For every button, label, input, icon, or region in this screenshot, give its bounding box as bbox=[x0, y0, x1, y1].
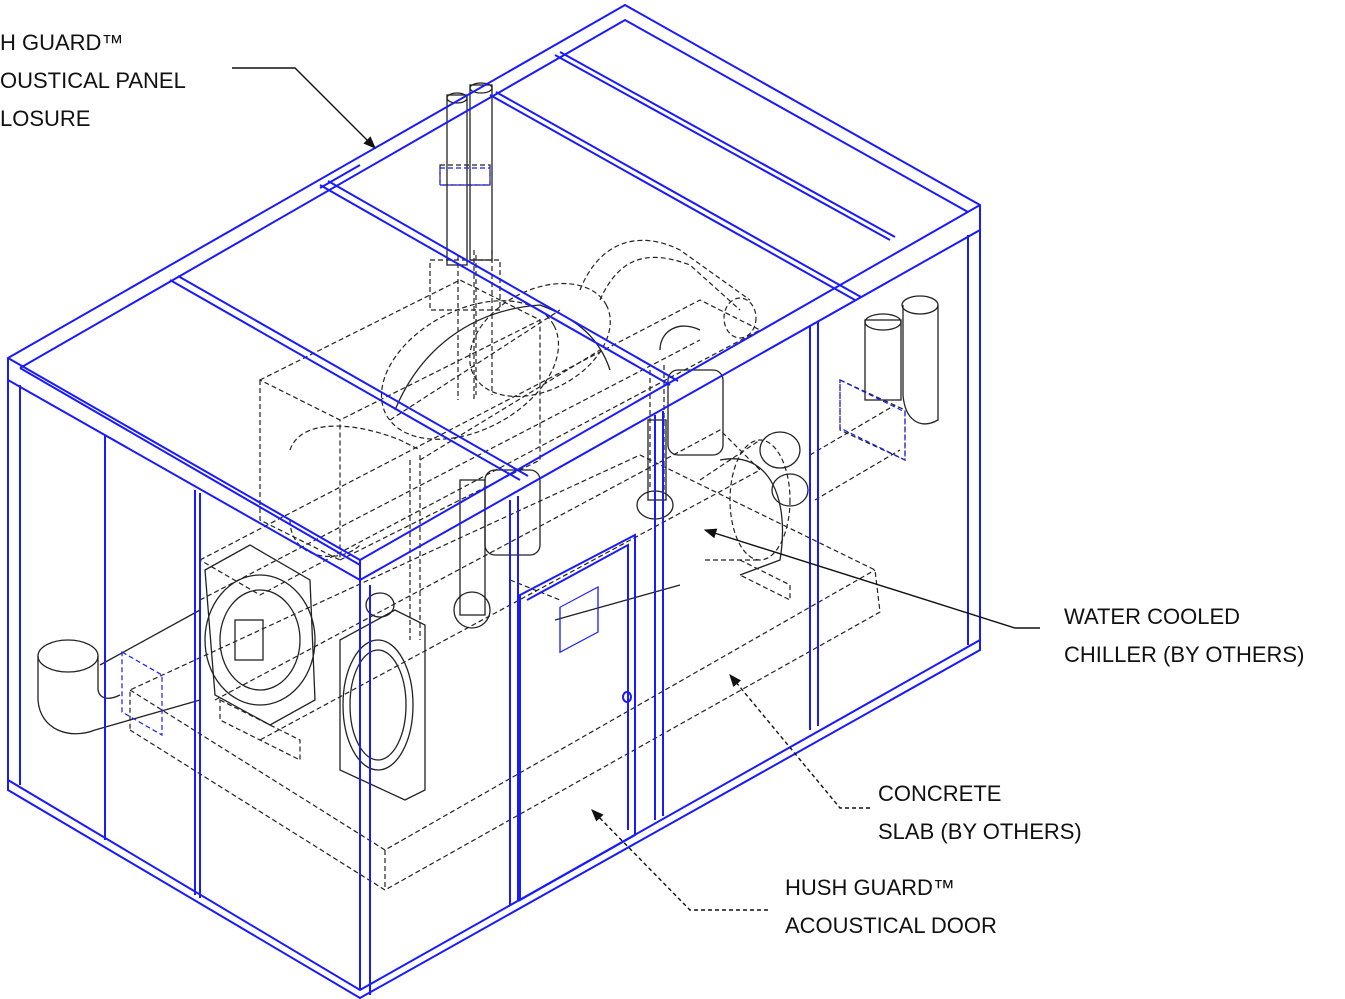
label-chiller: WATER COOLED CHILLER (BY OTHERS) bbox=[1064, 604, 1304, 667]
water-cooled-chiller bbox=[198, 164, 906, 761]
label-panel-enclosure: H GUARD™ OUSTICAL PANEL LOSURE bbox=[0, 30, 186, 131]
label-chiller-line1: WATER COOLED bbox=[1064, 604, 1240, 629]
label-panel-enclosure-line3: LOSURE bbox=[0, 106, 90, 131]
acoustical-panel-enclosure bbox=[7, 3, 981, 999]
label-slab: CONCRETE SLAB (BY OTHERS) bbox=[878, 781, 1082, 844]
label-door: HUSH GUARD™ ACOUSTICAL DOOR bbox=[785, 875, 997, 938]
pipe-elbows bbox=[37, 82, 939, 801]
leader-lines bbox=[232, 67, 1040, 911]
label-slab-line1: CONCRETE bbox=[878, 781, 1001, 806]
label-chiller-line2: CHILLER (BY OTHERS) bbox=[1064, 642, 1304, 667]
label-door-line1: HUSH GUARD™ bbox=[785, 875, 955, 900]
concrete-slab bbox=[129, 454, 881, 891]
label-door-line2: ACOUSTICAL DOOR bbox=[785, 913, 997, 938]
label-panel-enclosure-line1: H GUARD™ bbox=[0, 30, 123, 55]
label-slab-line2: SLAB (BY OTHERS) bbox=[878, 819, 1082, 844]
label-panel-enclosure-line2: OUSTICAL PANEL bbox=[0, 68, 186, 93]
